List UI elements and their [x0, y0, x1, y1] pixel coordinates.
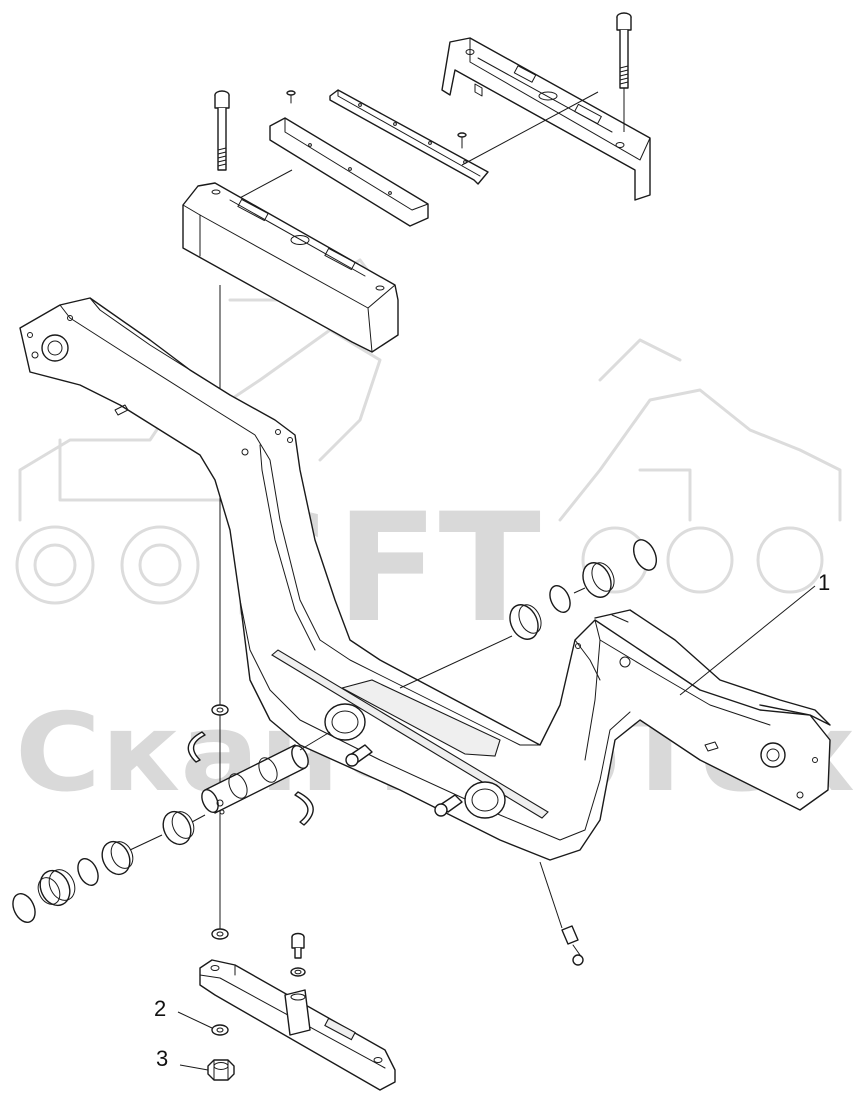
lower-strip [269, 117, 429, 227]
top-right-bolt [616, 12, 632, 132]
callout-label-1: 1 [818, 570, 830, 595]
lower-bracket [199, 959, 396, 1091]
counterweight-block [182, 182, 399, 353]
grease-fitting [561, 925, 584, 966]
seal-ring-left [77, 858, 99, 886]
seal-ring-far [632, 539, 658, 571]
callout-label-2: 2 [154, 996, 166, 1021]
bushing-upper-mid [509, 604, 542, 640]
bracket-bolt [291, 932, 305, 959]
top-left-bolt [214, 90, 230, 171]
callout-label-3: 3 [156, 1046, 168, 1071]
seal-ring-outer-left [12, 893, 36, 923]
upper-strip [329, 89, 489, 185]
washer-lower [211, 928, 229, 940]
nut-part-3 [207, 1059, 235, 1081]
snap-ring-upper [187, 731, 206, 763]
callout-1: 1 [679, 570, 830, 696]
callout-3: 3 [156, 1046, 209, 1071]
seal-ring-mid [549, 585, 571, 613]
pivot-pin [201, 744, 309, 815]
bushing-upper-right [582, 562, 615, 598]
washer-part-2 [211, 1024, 229, 1036]
right-arm-upper [594, 609, 831, 726]
callout-2: 2 [154, 996, 213, 1029]
bushing-lower-left [162, 810, 195, 846]
small-screw-1 [286, 90, 296, 104]
snap-ring-lower [294, 791, 314, 826]
small-screw-2 [457, 132, 467, 149]
bracket-washer [290, 967, 306, 977]
bearing-left [37, 869, 76, 907]
bushing-lower-mid [101, 840, 134, 876]
watermark-excavator-right-icon [558, 338, 842, 594]
main-frame [19, 297, 831, 861]
washer-upper [211, 704, 229, 716]
